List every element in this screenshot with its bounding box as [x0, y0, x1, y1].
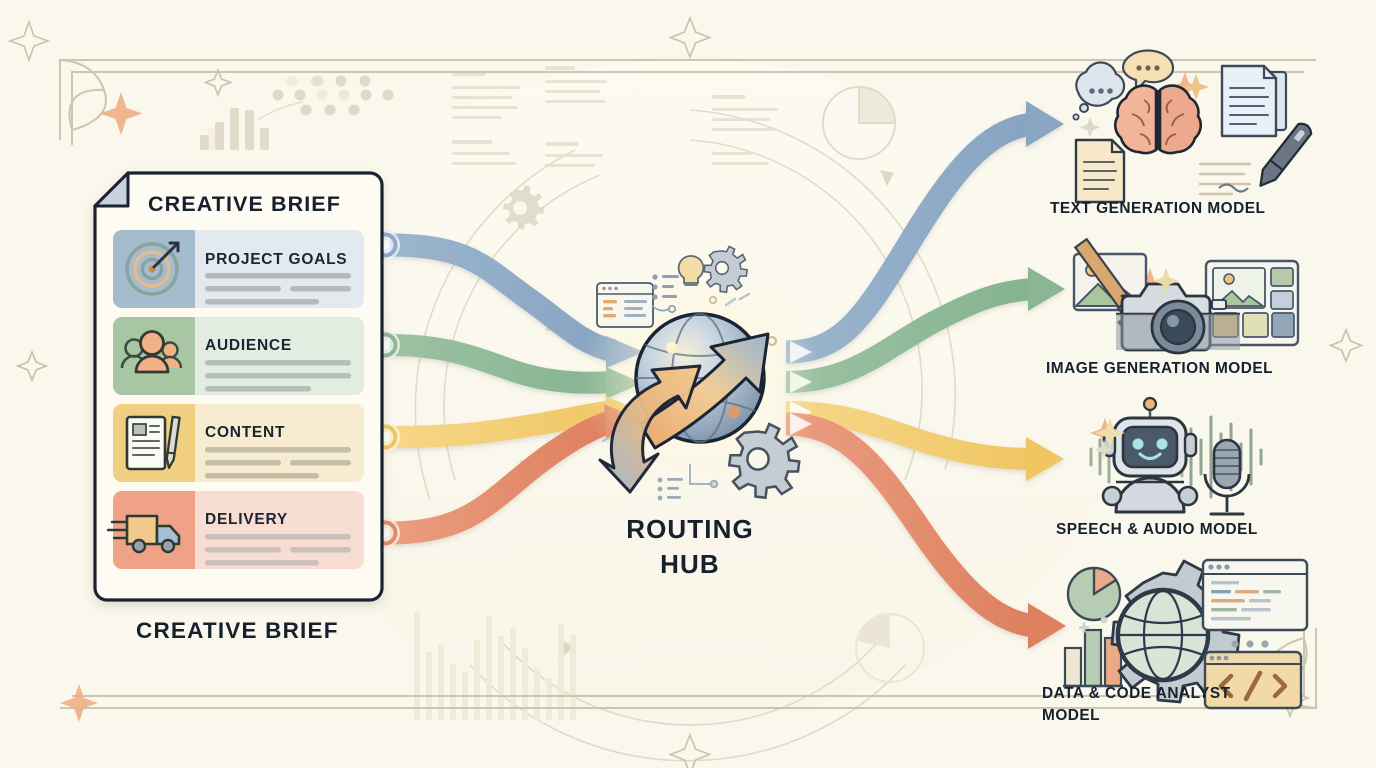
sparkle-icon: [7, 19, 51, 63]
row-text-lines: [205, 534, 351, 566]
dot-icon: [708, 295, 717, 304]
dot-matrix-watermark-icon: [272, 75, 394, 116]
microphone-icon: [1203, 438, 1251, 516]
routing-hub-label: ROUTING HUB: [620, 512, 760, 581]
connector-node-delivery: [370, 518, 400, 548]
bar-chart-watermark-left-icon: [208, 128, 215, 150]
node-tree-icon: [689, 464, 719, 489]
text-block-watermark-icon: [452, 66, 778, 167]
pie-chart-watermark-2-icon: [855, 613, 925, 683]
code-window-icon: [1201, 558, 1309, 632]
sparkle-icon: [1153, 268, 1179, 294]
connector-node-audience: [370, 330, 400, 360]
card-row-delivery[interactable]: [106, 491, 364, 569]
browser-window-icon: [596, 282, 654, 328]
target-label-data-code-analyst-line1: DATA & CODE ANALYST: [1042, 685, 1231, 702]
bar-chart-icon: [1063, 628, 1123, 688]
routing-hub-label-line2: HUB: [660, 548, 720, 579]
concentric-arcs-icon: [414, 109, 956, 762]
plus-dot-icons: [1079, 616, 1121, 637]
dotted-arrow-icon: [613, 456, 649, 471]
lightbulb-icon: [677, 255, 705, 286]
waveform-icon: [1189, 415, 1263, 499]
card-row-content[interactable]: [113, 404, 364, 482]
document-pen-icon: [125, 415, 181, 471]
paintbrush-icon: [1073, 237, 1158, 343]
globe-icon: [634, 312, 766, 444]
gear-icon-large: [727, 422, 801, 500]
bar-chart-watermark-bottom-icon: [414, 612, 576, 720]
squiggle-icon: [1218, 183, 1249, 193]
gear-watermark-icon: [503, 185, 545, 230]
sparkle-icon: [1095, 418, 1125, 448]
card-row-project-goals[interactable]: [113, 230, 364, 308]
gear-globe-icon: [1110, 559, 1241, 704]
gear-icon-small: [703, 245, 749, 294]
sparkle-icon: [1079, 117, 1101, 138]
card-row-label-project-goals: PROJECT GOALS: [205, 251, 348, 268]
row-text-lines: [205, 447, 351, 479]
waveform-icon: [1089, 430, 1129, 484]
card-row-label-content: CONTENT: [205, 424, 286, 441]
faint-lines-icon: [1198, 162, 1252, 196]
truck-icon: [106, 514, 181, 554]
target-icon: [125, 241, 180, 296]
connector-node-project-goals: [370, 230, 400, 260]
target-label-text-generation: TEXT GENERATION MODEL: [1050, 200, 1266, 217]
connector-nodes: [370, 230, 400, 548]
target-label-speech-audio: SPEECH & AUDIO MODEL: [1056, 521, 1258, 538]
robot-mic-icon: [1089, 396, 1263, 516]
target-label-data-code-analyst-line2: MODEL: [1042, 706, 1101, 724]
hub-micro-icons: [596, 245, 801, 501]
sparkle-icon: [1094, 440, 1114, 460]
dot-icon: [767, 336, 777, 346]
sparkle-outline-icon: [15, 15, 1364, 768]
target-label-data-code-analyst: DATA & CODE ANALYST MODEL: [1042, 683, 1231, 727]
sparkle-icon: [1183, 74, 1209, 100]
rising-arrow-icon: [638, 332, 770, 450]
camera-brush-icon: [1072, 237, 1300, 355]
row-text-lines: [205, 360, 351, 392]
card-row-label-audience: AUDIENCE: [205, 337, 292, 354]
bar-chart-watermark-icon: [200, 108, 269, 150]
bullet-list-icon: [652, 274, 679, 300]
card-row-label-delivery: DELIVERY: [205, 511, 288, 528]
waveform-icon: [1171, 436, 1184, 478]
target-label-image-generation: IMAGE GENERATION MODEL: [1046, 360, 1274, 377]
routing-hub-label-line1: ROUTING: [626, 514, 754, 544]
card-row-audience[interactable]: [113, 317, 364, 395]
brain-text-icon: [1072, 49, 1313, 204]
camera-icon: [1116, 282, 1240, 355]
pen-icon: [1259, 122, 1313, 187]
people-icon: [120, 330, 183, 374]
card-title: CREATIVE BRIEF: [148, 192, 341, 216]
pie-chart-icon: [1066, 566, 1122, 622]
robot-icon: [1101, 396, 1199, 514]
pie-chart-watermark-icon: [822, 86, 896, 160]
dash-marks-icon: [601, 292, 751, 443]
orbit-arrow-icon: [598, 364, 702, 494]
ellipsis-icon: [1231, 640, 1269, 648]
row-text-lines: [205, 273, 351, 305]
card-caption: CREATIVE BRIEF: [136, 618, 339, 643]
connector-node-content: [370, 422, 400, 452]
list-lines-icon: [657, 477, 683, 501]
